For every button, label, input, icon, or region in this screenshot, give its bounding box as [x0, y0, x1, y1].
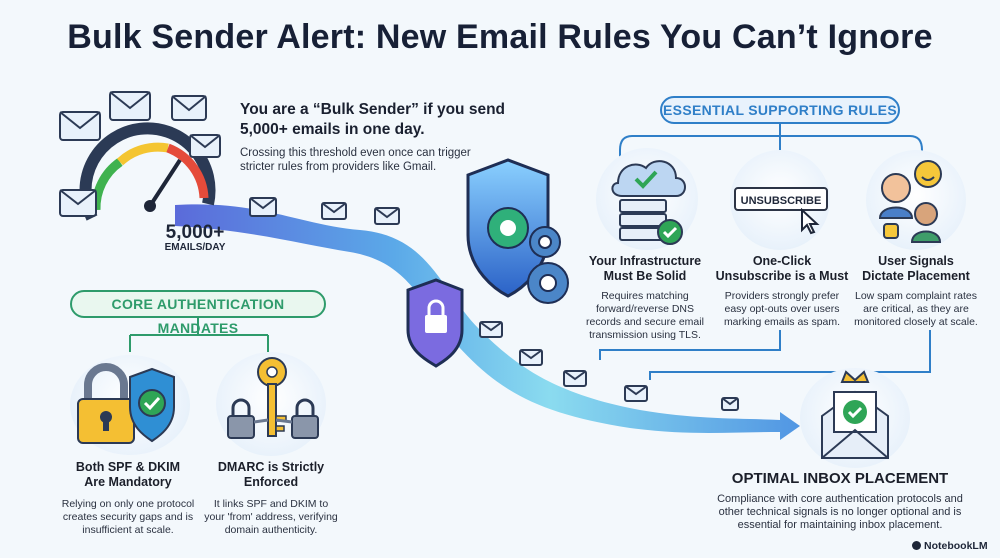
dmarc-text-line3: domain authenticity. [224, 524, 318, 536]
dmarc-text-line2: your 'from' address, verifying [204, 511, 338, 523]
spf-dkim-illustration [70, 355, 190, 455]
dmarc-title-line1: DMARC is Strictly [217, 460, 325, 474]
infrastructure-text-line1: Requires matching [601, 290, 689, 302]
infrastructure-text-line2: forward/reverse DNS [595, 303, 695, 315]
outcome-text-line1: Compliance with core authentication prot… [717, 493, 963, 505]
core-connector [129, 318, 269, 352]
infrastructure-title-line1: Your Infrastructure [588, 254, 702, 268]
key-chain-icon [227, 357, 319, 439]
outcome-block: OPTIMAL INBOX PLACEMENT Compliance with … [690, 470, 990, 532]
inbox-illustration [800, 368, 910, 468]
spf-dkim-text-line2: creates security gaps and is [62, 511, 194, 523]
cursor-icon [801, 208, 820, 235]
intro-headline-line1: You are a “Bulk Sender” if you send [240, 101, 505, 118]
envelope-icons [59, 91, 739, 411]
inbox-check-icon [821, 370, 889, 459]
gauge-value: 5,000+ [165, 222, 225, 243]
shield-icon [406, 158, 550, 368]
unsubscribe-text-line3: marking emails as spam. [723, 316, 841, 328]
flow-ribbon [175, 204, 800, 440]
server-icon [611, 160, 686, 245]
outcome-text-line3: essential for maintaining inbox placemen… [737, 519, 943, 531]
page-title: Bulk Sender Alert: New Email Rules You C… [67, 18, 933, 56]
outcome-text-line2: other technical signals is no longer opt… [718, 506, 962, 518]
spf-dkim-text-line3: insufficient at scale. [82, 524, 174, 536]
unsubscribe-button[interactable]: UNSUBSCRIBE [734, 187, 828, 211]
intro-body-line1: Crossing this threshold even once can tr… [240, 147, 471, 159]
dmarc-text-line1: It links SPF and DKIM to [213, 498, 329, 510]
users-icon [878, 160, 942, 243]
outcome-title: OPTIMAL INBOX PLACEMENT [731, 470, 949, 487]
unsubscribe-title-line2: Unsubscribe is a Must [715, 269, 849, 283]
unsubscribe-text-line1: Providers strongly prefer [724, 290, 840, 302]
spf-dkim-title-line2: Are Mandatory [84, 475, 172, 489]
gauge-unit: EMAILS/DAY [164, 242, 226, 253]
user-signals-illustration [866, 150, 966, 250]
infrastructure-illustration [596, 148, 698, 250]
dmarc-title-line2: Enforced [243, 475, 299, 489]
user-signals-text-line1: Low spam complaint rates [855, 290, 977, 302]
user-signals-title-line2: Dictate Placement [862, 269, 970, 283]
gear-icon [527, 226, 569, 304]
infrastructure-title-line2: Must Be Solid [603, 269, 687, 283]
intro-body-line2: stricter rules from providers like Gmail… [240, 161, 437, 173]
notebooklm-watermark: NotebookLM [912, 540, 988, 552]
spf-dkim-text-line1: Relying on only one protocol [61, 498, 195, 510]
unsubscribe-text-line2: easy opt-outs over users [724, 303, 840, 315]
infrastructure-text-line4: transmission using TLS. [589, 329, 701, 341]
user-signals-title-line1: User Signals [878, 254, 954, 268]
intro-headline-line2: 5,000+ emails in one day. [240, 121, 425, 138]
core-mandates-label: CORE AUTHENTICATION MANDATES [70, 290, 326, 336]
user-signals-text-line2: are critical, as they are [863, 303, 969, 315]
dmarc-illustration [216, 352, 326, 456]
unsubscribe-title-line1: One-Click [752, 254, 812, 268]
supporting-connector [599, 122, 931, 380]
supporting-rules-label: ESSENTIAL SUPPORTING RULES [660, 96, 900, 124]
intro-block: You are a “Bulk Sender” if you send 5,00… [240, 100, 540, 174]
spf-dkim-title-line1: Both SPF & DKIM [75, 460, 181, 474]
watermark-label: NotebookLM [924, 540, 988, 552]
lock-shield-icon [77, 363, 175, 444]
infrastructure-text-line3: records and secure email [586, 316, 704, 328]
notebooklm-logo-icon [912, 541, 921, 550]
user-signals-text-line3: monitored closely at scale. [854, 316, 978, 328]
